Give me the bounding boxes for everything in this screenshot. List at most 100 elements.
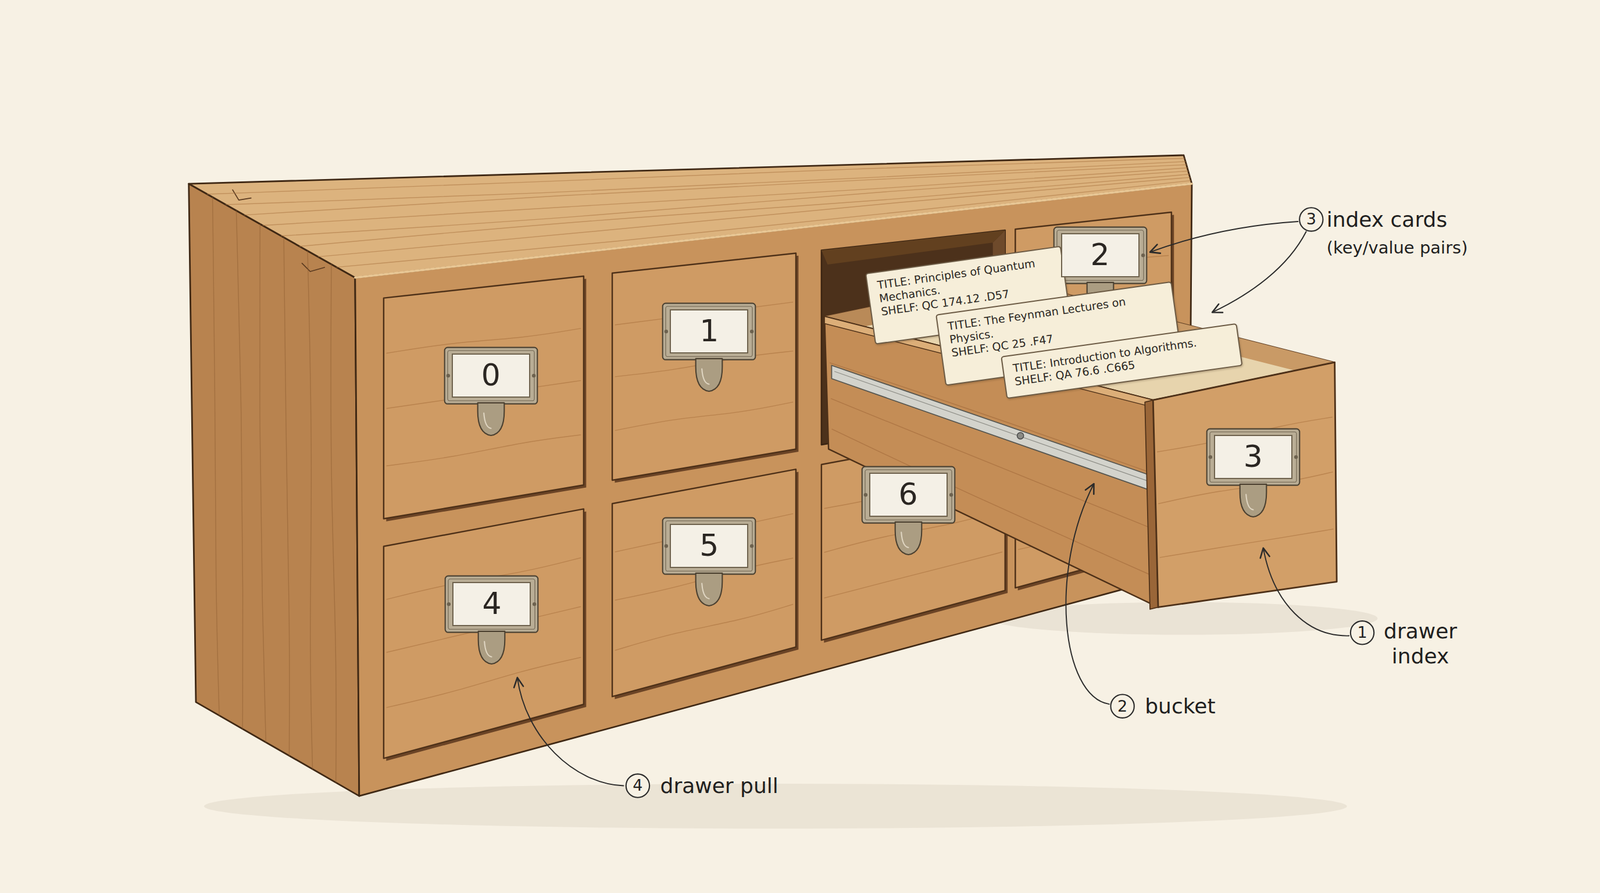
screw bbox=[750, 329, 754, 334]
label-holder-bevel bbox=[865, 469, 952, 521]
drawer-front bbox=[383, 508, 584, 759]
screw bbox=[863, 493, 868, 497]
dovetail-joint bbox=[232, 190, 325, 272]
screw bbox=[664, 544, 669, 548]
leader-line bbox=[1212, 231, 1306, 313]
drawer-front bbox=[1152, 362, 1337, 607]
callout-label: drawer pull bbox=[660, 773, 779, 799]
callout-number: 3 bbox=[1299, 207, 1323, 231]
pull-highlight bbox=[901, 531, 909, 548]
wood-grain bbox=[1159, 529, 1334, 558]
label-holder bbox=[1054, 227, 1148, 284]
drawer-front bbox=[383, 276, 584, 519]
plate-frame-group bbox=[444, 227, 1300, 664]
screw bbox=[1208, 455, 1213, 459]
label-holder-bevel bbox=[1209, 431, 1297, 483]
node-text: 2 bbox=[1079, 237, 1121, 273]
screw bbox=[447, 602, 451, 606]
wood-grain bbox=[283, 237, 290, 756]
callout-circle bbox=[1299, 207, 1323, 231]
wood-grain bbox=[386, 434, 581, 466]
callout-label: drawer index bbox=[1370, 618, 1470, 669]
callout-circle bbox=[1350, 620, 1374, 645]
wood-grain bbox=[831, 429, 1154, 577]
node-text: 5 bbox=[688, 528, 730, 564]
leader-line bbox=[1065, 483, 1109, 705]
drawer-pull bbox=[895, 522, 923, 555]
wood-grain bbox=[386, 657, 581, 708]
callout-circle bbox=[1110, 694, 1134, 718]
callout-number: 1 bbox=[1350, 620, 1374, 645]
screw bbox=[750, 544, 754, 548]
wood-grain bbox=[259, 223, 267, 743]
drawer-pull bbox=[695, 358, 723, 392]
callout-label: bucket bbox=[1144, 693, 1216, 719]
drawer-label: 3 bbox=[1213, 434, 1293, 480]
callout-number: 4 bbox=[626, 773, 650, 798]
node-text: 4 bbox=[470, 586, 513, 622]
wood-grain bbox=[615, 604, 793, 651]
screw bbox=[1141, 253, 1145, 257]
drawer-pull bbox=[478, 631, 506, 664]
node-text: 6 bbox=[887, 477, 930, 513]
leader-group bbox=[517, 207, 1374, 798]
wood-grain bbox=[307, 250, 313, 770]
drawer-label: 1 bbox=[669, 309, 749, 354]
cabinet-side bbox=[188, 183, 360, 796]
node-text: 1 bbox=[688, 313, 730, 349]
pull-highlight bbox=[483, 412, 491, 428]
screw bbox=[531, 373, 536, 378]
screw bbox=[1294, 455, 1298, 459]
node-text: 0 bbox=[470, 358, 512, 394]
drawer-pull bbox=[1240, 484, 1267, 517]
rail-groove bbox=[834, 371, 1150, 482]
cabinet-group bbox=[188, 155, 1192, 796]
drawer-pull bbox=[477, 402, 505, 436]
label-holder-bevel bbox=[1056, 230, 1144, 281]
pull-highlight bbox=[701, 583, 709, 599]
label-holder bbox=[862, 466, 956, 524]
label-holder bbox=[662, 518, 756, 575]
wood-grain bbox=[824, 552, 1002, 599]
pull-highlight bbox=[1245, 494, 1253, 510]
screw bbox=[664, 329, 669, 334]
label-holder bbox=[444, 347, 538, 405]
label-holder-bevel bbox=[448, 579, 535, 630]
screw bbox=[532, 602, 537, 606]
drawer-label: 0 bbox=[451, 353, 531, 398]
label-holder-bevel bbox=[665, 306, 753, 357]
drawer-front bbox=[612, 469, 796, 697]
drawer-pull bbox=[695, 573, 723, 606]
leader-line bbox=[1150, 221, 1298, 253]
callout-label: (key/value pairs) bbox=[1326, 237, 1469, 259]
label-holder-bevel bbox=[447, 350, 535, 402]
wood-grain bbox=[262, 168, 1188, 226]
wood-grain bbox=[615, 402, 793, 431]
rail-rivet bbox=[1016, 432, 1024, 439]
screw bbox=[446, 373, 450, 378]
node-text: 3 bbox=[1232, 439, 1274, 475]
label-holder bbox=[662, 303, 756, 360]
pull-highlight bbox=[701, 368, 709, 384]
label-holder-bevel bbox=[665, 520, 753, 572]
wood-grain bbox=[225, 161, 1186, 205]
screw bbox=[949, 493, 953, 497]
cabinet-front bbox=[355, 183, 1192, 796]
drawer-label: 4 bbox=[452, 581, 531, 627]
drawer-label: 2 bbox=[1061, 233, 1140, 278]
wood-grain bbox=[212, 197, 220, 716]
label-holder bbox=[445, 576, 539, 633]
callout-label: index cards bbox=[1326, 206, 1448, 232]
label-holder bbox=[1206, 429, 1300, 486]
drawer-front bbox=[612, 252, 796, 481]
wood-grain bbox=[236, 210, 243, 730]
leader-line bbox=[1263, 548, 1349, 637]
pull-highlight bbox=[484, 641, 492, 657]
drawer-label: 6 bbox=[869, 472, 948, 517]
callout-number: 2 bbox=[1111, 694, 1135, 719]
leader-line bbox=[517, 677, 624, 787]
